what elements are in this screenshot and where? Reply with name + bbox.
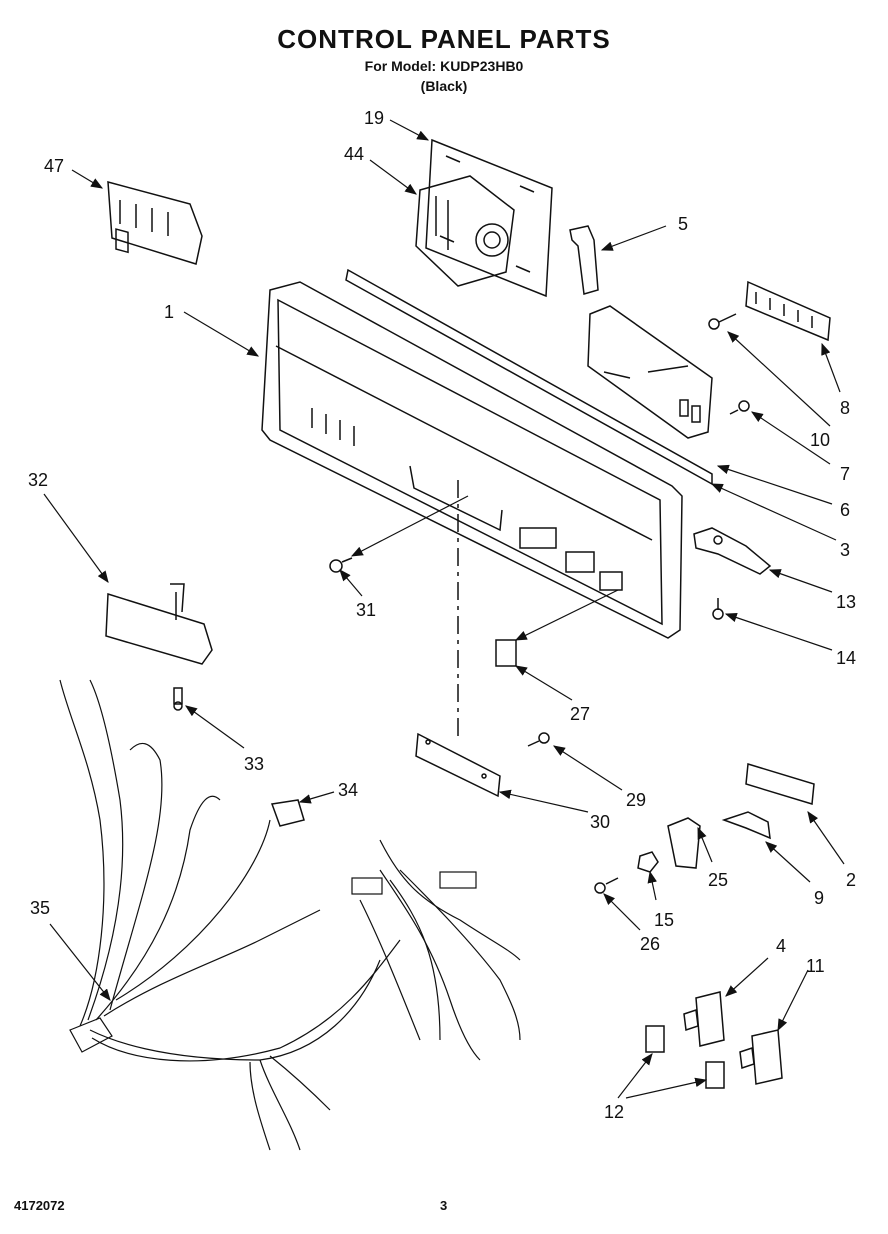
- callout-26: 26: [640, 934, 660, 954]
- part-10-screw: [708, 313, 737, 330]
- callout-30: 30: [590, 812, 610, 832]
- part-19-mounting-plate: [425, 138, 553, 298]
- callout-33: 33: [244, 754, 264, 774]
- part-26-screw: [594, 877, 619, 894]
- callout-3: 3: [840, 540, 850, 560]
- part-47-bracket: [107, 181, 203, 265]
- part-14-screw: [712, 598, 724, 620]
- callout-31: 31: [356, 600, 376, 620]
- callout-13: 13: [836, 592, 856, 612]
- part-12-button: [645, 1025, 725, 1089]
- part-29-screw: [527, 732, 550, 747]
- part-32-handle: [105, 583, 213, 665]
- callout-2: 2: [846, 870, 856, 890]
- part-44-timer: [415, 175, 515, 287]
- callout-15: 15: [654, 910, 674, 930]
- callout-47: 47: [44, 156, 64, 176]
- callout-10: 10: [810, 430, 830, 450]
- part-35-wire-harness: [59, 679, 521, 1151]
- callout-34: 34: [338, 780, 358, 800]
- callout-5: 5: [678, 214, 688, 234]
- part-6-bracket: [587, 305, 713, 439]
- callout-19: 19: [364, 108, 384, 128]
- callout-44: 44: [344, 144, 364, 164]
- part-7-screw: [729, 400, 750, 415]
- part-31-screw: [329, 557, 353, 573]
- callout-29: 29: [626, 790, 646, 810]
- part-15-nut: [637, 851, 659, 873]
- callout-8: 8: [840, 398, 850, 418]
- part-27-button: [495, 639, 517, 667]
- part-11-switch: [739, 1029, 783, 1085]
- callout-4: 4: [776, 936, 786, 956]
- callout-35: 35: [30, 898, 50, 918]
- part-30-bracket: [415, 732, 501, 798]
- part-9-clip: [721, 811, 771, 840]
- callout-1: 1: [164, 302, 174, 322]
- part-2-strip: [745, 763, 815, 805]
- part-3-trim-strip: [345, 268, 713, 486]
- part-1-console-panel: [261, 281, 683, 639]
- page-title: CONTROL PANEL PARTS: [277, 24, 611, 54]
- callout-32: 32: [28, 470, 48, 490]
- callout-14: 14: [836, 648, 856, 668]
- callout-6: 6: [840, 500, 850, 520]
- page-number: 3: [440, 1198, 448, 1213]
- callout-9: 9: [814, 888, 824, 908]
- part-8-switch-block: [745, 280, 831, 342]
- callout-11: 11: [806, 956, 825, 976]
- model-subtitle: For Model: KUDP23HB0: [364, 58, 524, 74]
- part-33-screw: [173, 687, 183, 711]
- part-13-bracket: [693, 527, 772, 575]
- part-4-switch: [683, 991, 725, 1047]
- callout-7: 7: [840, 464, 850, 484]
- part-34-clip: [270, 799, 305, 827]
- part-5-clip: [569, 225, 599, 295]
- document-number: 4172072: [14, 1198, 65, 1213]
- color-subtitle: (Black): [420, 78, 468, 94]
- callout-25: 25: [708, 870, 728, 890]
- callout-12: 12: [604, 1102, 624, 1122]
- part-25-bracket: [667, 817, 701, 869]
- callout-27: 27: [570, 704, 590, 724]
